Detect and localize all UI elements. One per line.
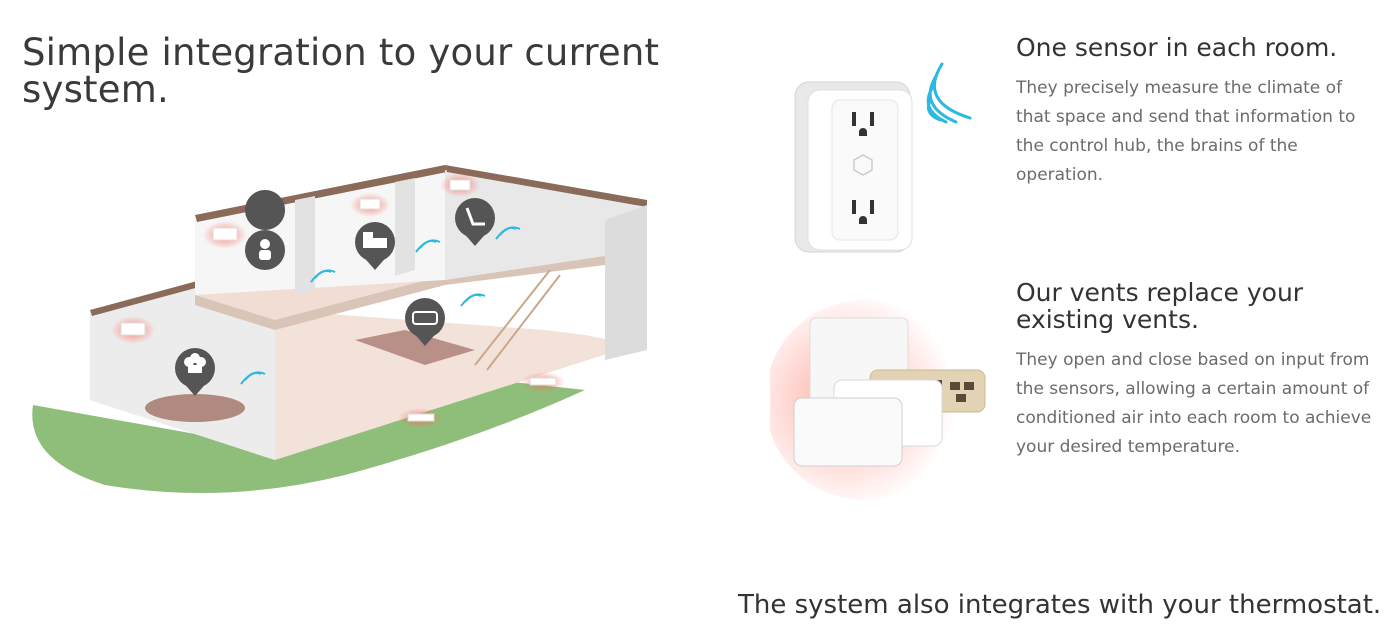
bed-icon — [355, 222, 395, 270]
feature-title: Our vents replace your existing vents. — [1016, 278, 1304, 334]
chair-icon — [455, 198, 495, 246]
house-cutaway-illustration — [32, 165, 647, 493]
feature-title: One sensor in each room. — [1016, 33, 1338, 62]
page-headline: Simple integration to your current syste… — [22, 31, 660, 111]
feature-sensor: One sensor in each room. They precisely … — [1016, 34, 1376, 190]
vent-glows — [111, 173, 565, 428]
thermostat-note: The system also integrates with your the… — [738, 590, 1382, 620]
feature-description: They precisely measure the climate of th… — [1016, 78, 1356, 185]
feature-vents: Our vents replace your existing vents. T… — [1016, 279, 1376, 462]
feature-description: They open and close based on input from … — [1016, 350, 1372, 457]
grass-lawn — [32, 380, 586, 493]
sofa-icon — [405, 298, 445, 346]
smart-outlet-sensor-icon — [794, 62, 972, 253]
smart-vent-icon — [770, 300, 986, 500]
baby-icon — [245, 190, 286, 270]
signal-wave-icons — [240, 226, 521, 385]
chef-hat-icon — [175, 348, 215, 396]
